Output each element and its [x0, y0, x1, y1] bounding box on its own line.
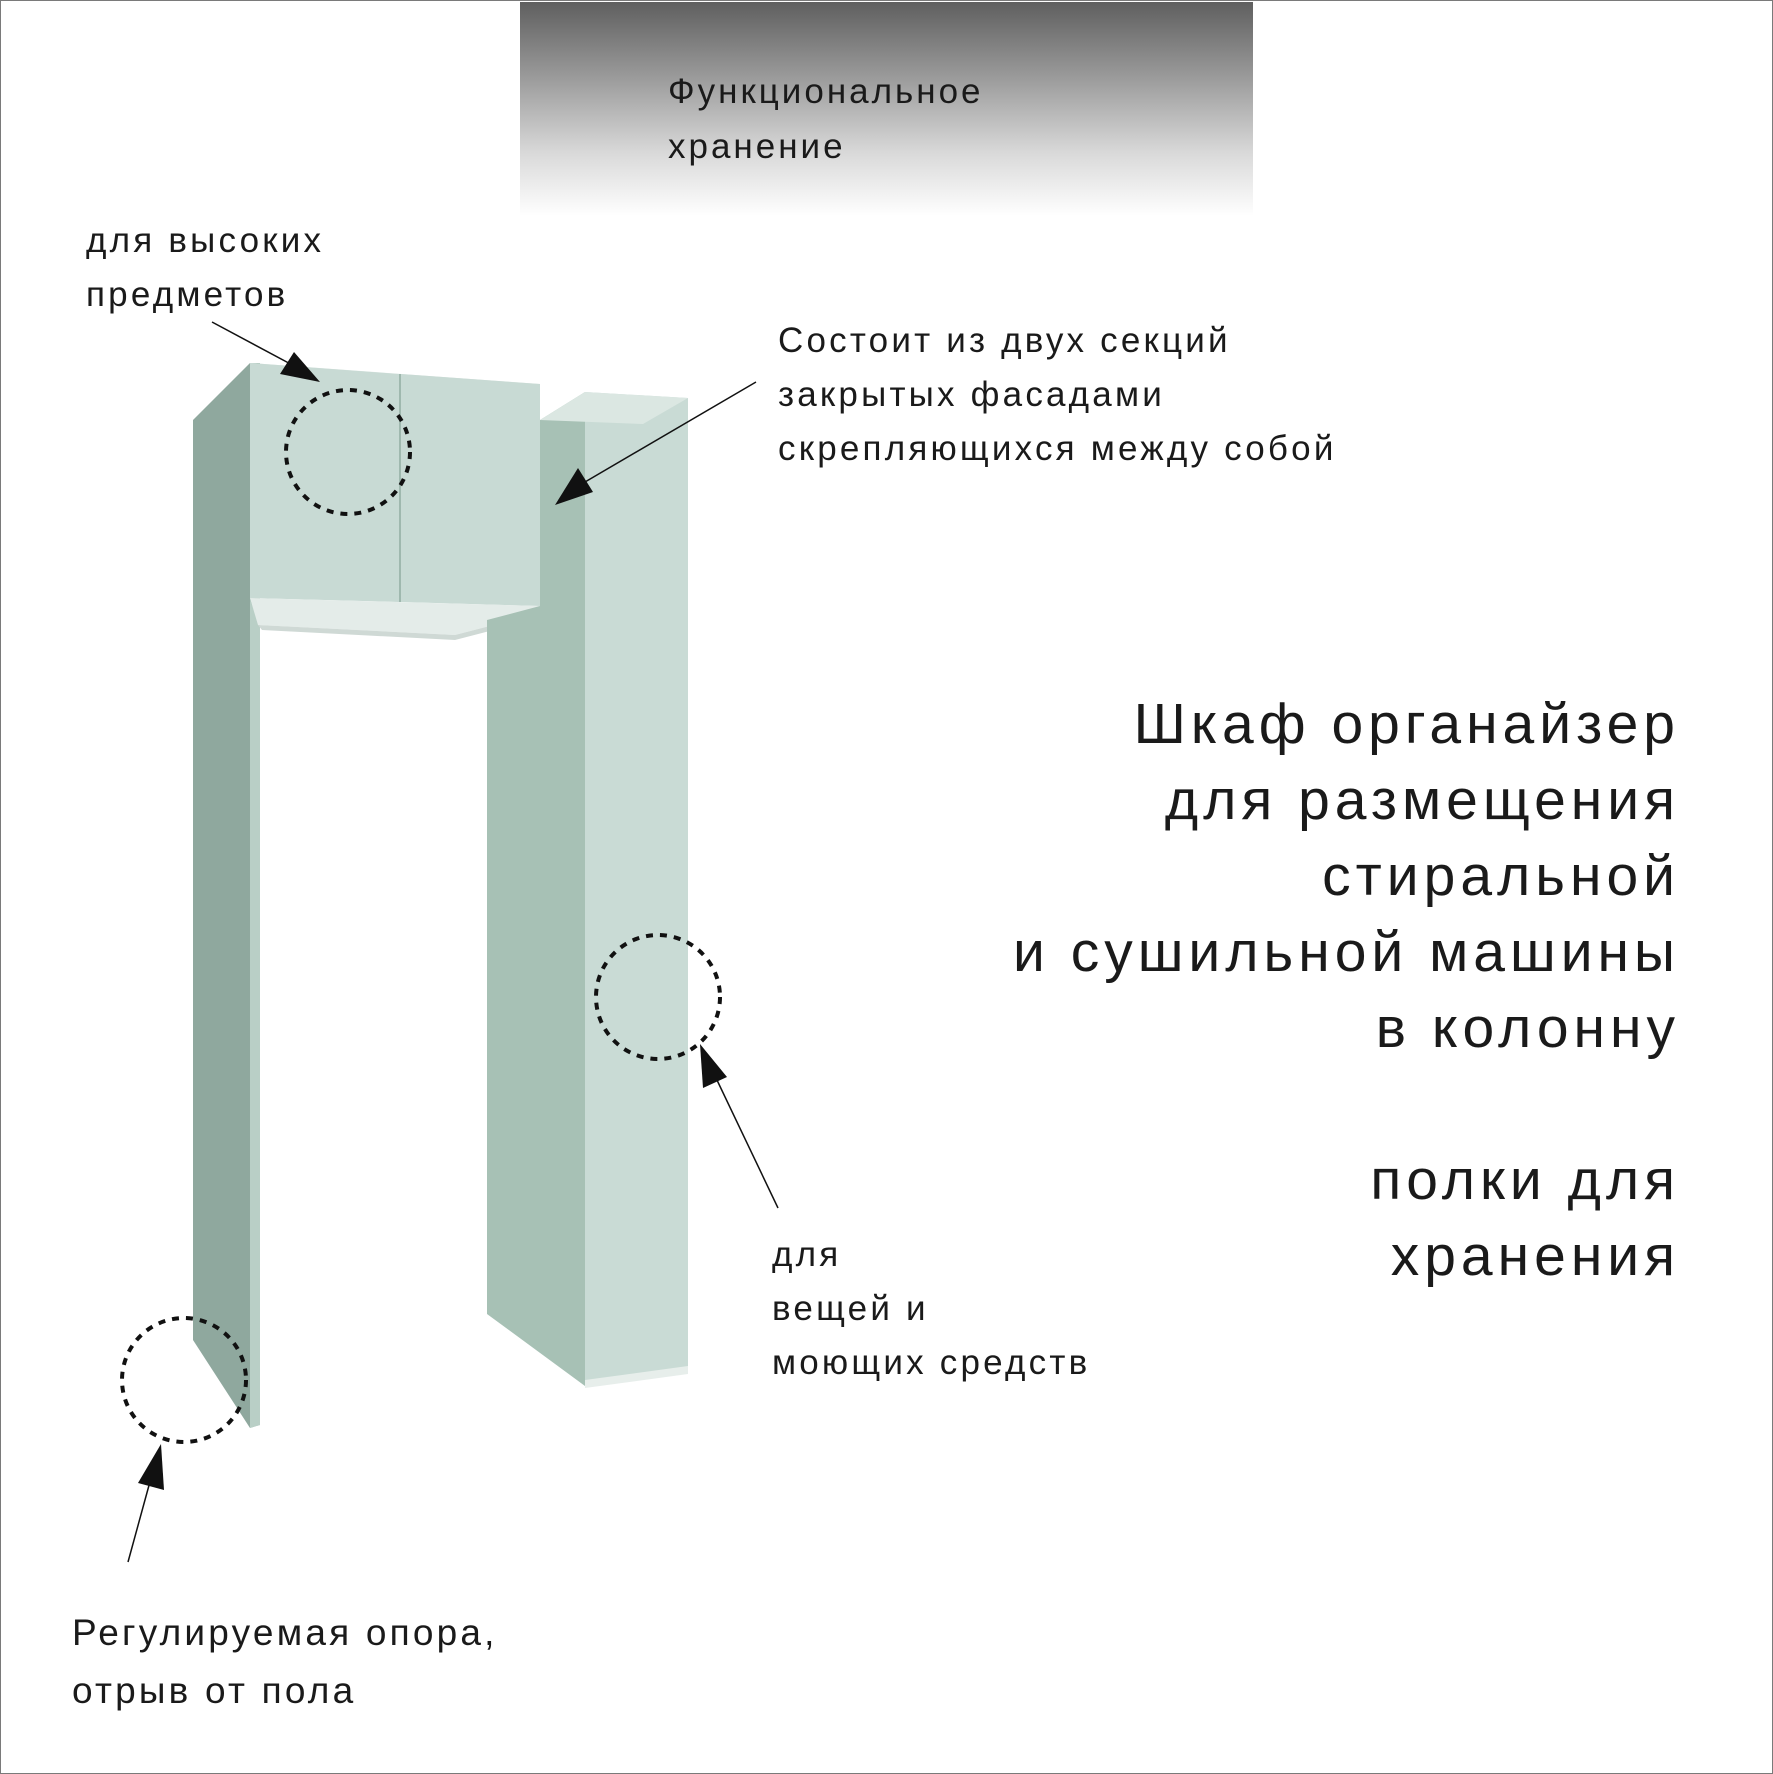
heading-line: Шкаф органайзер: [1133, 692, 1680, 756]
top-banner: [520, 2, 1253, 216]
left-column-side: [193, 363, 250, 1428]
banner-line-1: Функциональное: [668, 72, 984, 111]
label-line: моющих средств: [772, 1343, 1091, 1382]
heading-sub-line: хранения: [1390, 1224, 1680, 1288]
right-column-base: [585, 1366, 688, 1388]
arrow-icon: [138, 1444, 164, 1490]
banner-line-2: хранение: [668, 127, 846, 166]
arrow-icon: [211, 321, 299, 369]
heading-line: и сушильной машины: [1013, 920, 1680, 984]
label-line: для: [772, 1235, 842, 1274]
label-support: Регулируемая опора, отрыв от пола: [72, 1604, 498, 1720]
arrow-icon: [700, 1044, 727, 1088]
heading-line: для размещения: [1164, 768, 1680, 832]
top-cabinet-bottom: [250, 598, 540, 635]
label-line: закрытых фасадами: [778, 375, 1165, 414]
arrow-icon: [715, 1077, 779, 1209]
dashed-circle-icon: [284, 388, 412, 516]
right-column-front: [585, 392, 688, 1386]
label-line: для высоких: [86, 221, 325, 260]
label-line: предметов: [86, 275, 289, 314]
arrow-icon: [584, 381, 757, 483]
product-heading: Шкаф органайзер для размещения стирально…: [1013, 686, 1680, 1294]
label-line: скрепляющихся между собой: [778, 429, 1337, 468]
label-things: для вещей и моющих средств: [772, 1228, 1090, 1390]
heading-line: стиральной: [1322, 844, 1680, 908]
label-line: отрыв от пола: [72, 1670, 357, 1711]
right-column-side: [487, 392, 585, 1386]
label-high-items: для высоких предметов: [86, 214, 324, 322]
banner-title: Функциональное хранение: [668, 64, 984, 174]
top-cabinet-door-left: [250, 363, 399, 602]
heading-line: в колонну: [1375, 996, 1680, 1060]
heading-gap: [1013, 1066, 1680, 1142]
left-column-edge: [250, 600, 260, 1428]
top-cabinet-bottom-shadow: [258, 613, 540, 640]
top-cabinet-door-right: [401, 374, 540, 606]
arrow-icon: [555, 468, 593, 505]
dashed-circle-icon: [120, 1316, 248, 1444]
right-column-top: [540, 392, 688, 424]
arrow-icon: [127, 1477, 152, 1563]
label-line: Состоит из двух секций: [778, 321, 1231, 360]
arrow-icon: [280, 352, 320, 382]
label-line: вещей и: [772, 1289, 929, 1328]
label-sections: Состоит из двух секций закрытых фасадами…: [778, 314, 1337, 476]
heading-sub-line: полки для: [1370, 1148, 1680, 1212]
label-line: Регулируемая опора,: [72, 1612, 498, 1653]
dashed-circle-icon: [594, 933, 722, 1061]
